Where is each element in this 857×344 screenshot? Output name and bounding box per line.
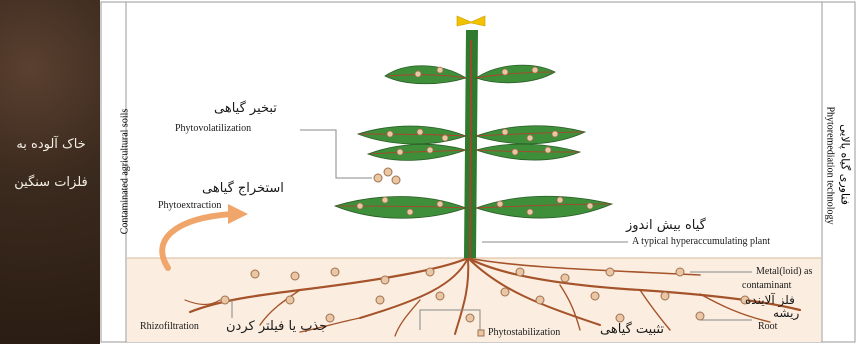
metal-label-en-line2: contaminant [742,281,791,291]
stem-vessel [470,40,471,258]
metal-label-en-line1: Metal(loid) as [756,267,812,277]
phytoextraction-label-en: Phytoextraction [158,201,221,211]
phytostabilization-marker [478,330,484,336]
root-label-fa: ریشه [773,307,799,319]
phytoextraction-label-fa: استخراج گیاهی [202,182,284,195]
contaminated-soils-label: Contaminated agricultural soils [120,82,131,262]
phytovolatilization-label-fa: تبخیر گیاهی [214,102,277,115]
hyperaccumulator-label-fa: گیاه بیش اندوز [626,219,706,232]
metal-label-fa: فلز آلاینده [745,294,795,306]
phytostabilization-label-fa: تثبیت گیاهی [600,323,664,336]
rhizofiltration-label-en: Rhizofiltration [140,322,199,332]
phytoremediation-technology-label: Phytoremediation technology [825,76,836,256]
root-label-en: Root [758,322,777,332]
hyperaccumulator-label-en: A typical hyperaccumulating plant [632,237,770,247]
phytovolatilization-label-en: Phytovolatilization [175,124,251,134]
rhizofiltration-label-fa: جذب یا فیلتر کردن [226,320,327,333]
phytoremediation-technology-label-fa: فناوری گیاه پالایی [839,75,852,255]
phytostabilization-label-en: Phytostabilization [488,328,560,338]
